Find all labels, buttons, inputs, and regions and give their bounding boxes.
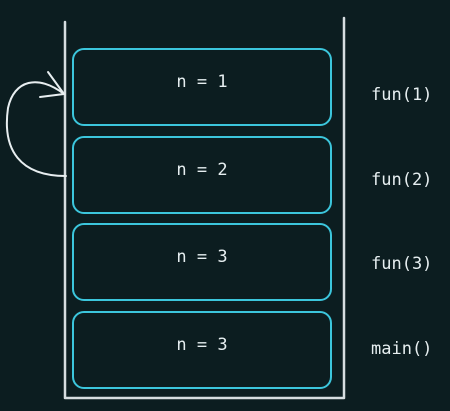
- call-label-main: main(): [371, 339, 433, 359]
- stack-frame-1: n = 1: [72, 48, 332, 126]
- frame-value: n = 3: [176, 335, 228, 355]
- call-label-fun-2: fun(2): [371, 170, 433, 190]
- stack-frame-2: n = 2: [72, 136, 332, 214]
- stack-walls: [63, 16, 346, 400]
- curved-arrow-icon: [5, 71, 67, 177]
- frame-value: n = 3: [176, 247, 228, 267]
- call-label-fun-1: fun(1): [371, 85, 433, 105]
- frame-value: n = 1: [176, 72, 228, 92]
- stack-frame-main: n = 3: [72, 311, 332, 389]
- stack-frame-3: n = 3: [72, 223, 332, 301]
- call-label-fun-3: fun(3): [371, 254, 433, 274]
- frame-value: n = 2: [176, 160, 228, 180]
